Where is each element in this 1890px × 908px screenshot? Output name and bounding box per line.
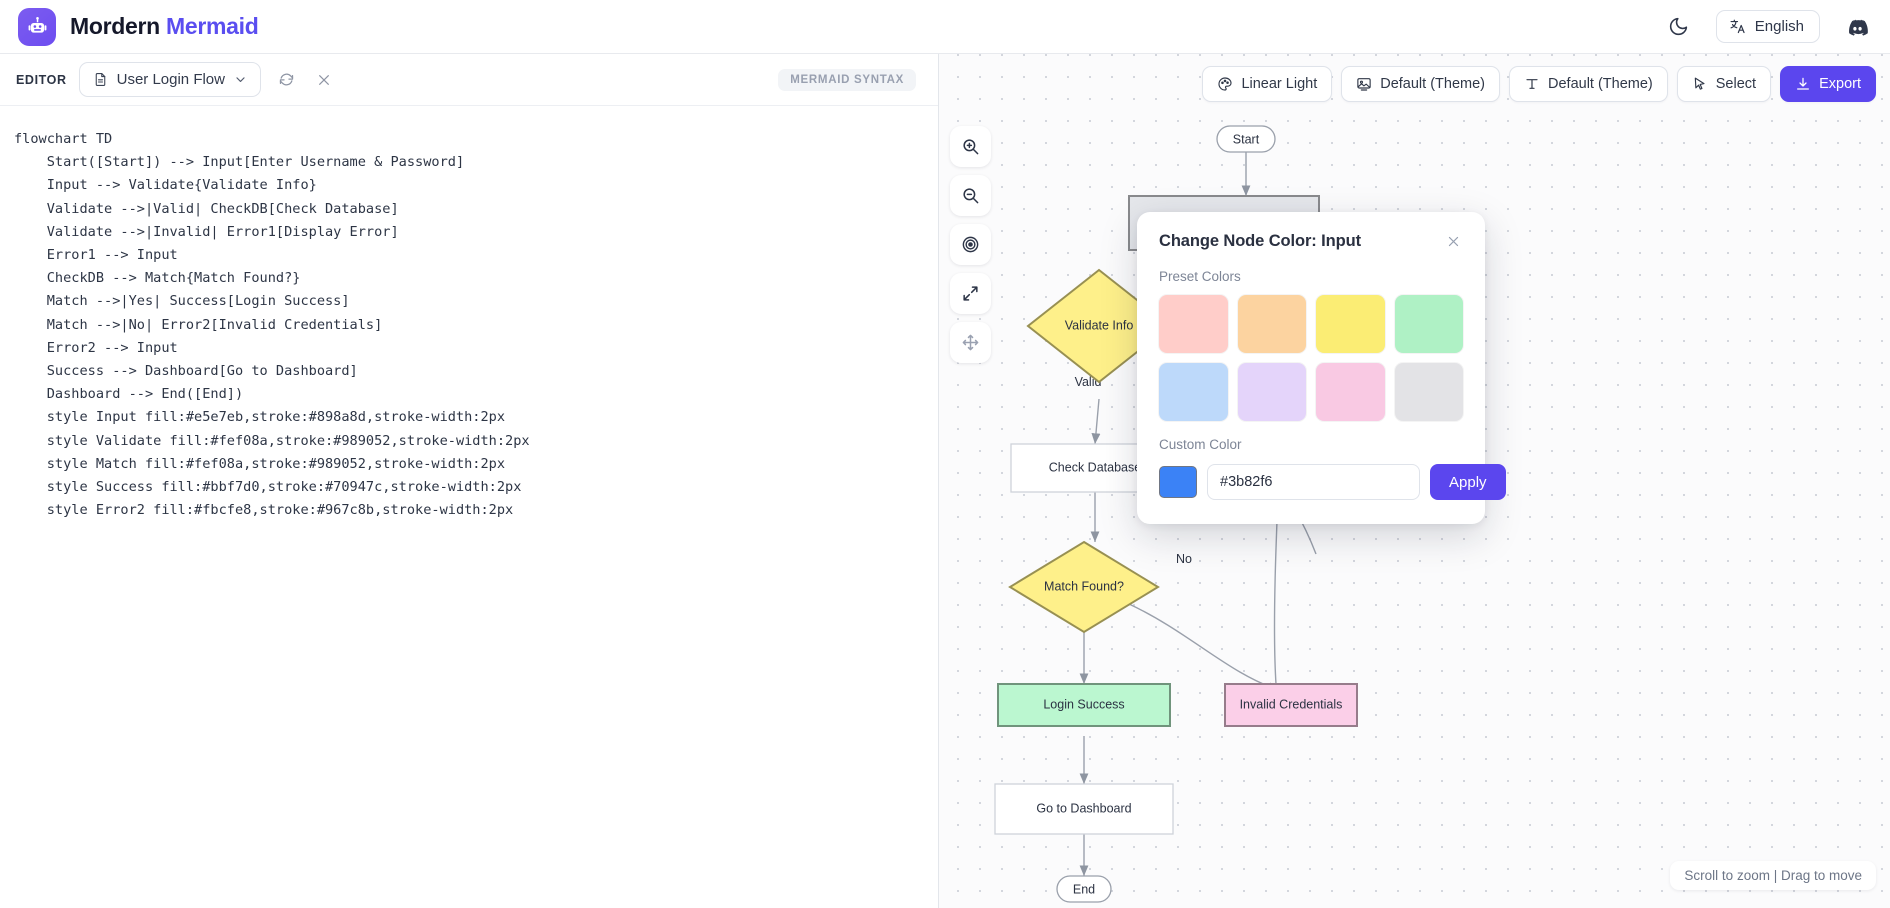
node-match[interactable]: Match Found? [1008,540,1160,634]
node-color-modal: Change Node Color: Input Preset Colors C… [1137,212,1506,524]
theme-toggle-button[interactable] [1664,12,1694,42]
moon-icon [1670,17,1688,36]
robot-icon [28,16,46,33]
edge-match-error2 [1128,603,1280,692]
language-label: English [1754,18,1804,35]
custom-color-row: Apply [1159,464,1506,500]
node-end-label: End [1073,882,1095,896]
main-content: EDITOR User Login Flow [0,54,1890,908]
image-icon [1357,78,1371,91]
font-theme-button[interactable]: Default (Theme) [1509,66,1668,102]
edge-label-bg [1171,550,1197,566]
chevron-down-icon [236,77,245,82]
cursor-icon [1694,77,1705,90]
canvas-toolbar: Linear Light Default (Theme) Default (Th… [1202,66,1876,102]
refresh-button[interactable] [273,67,299,93]
close-icon [1448,236,1459,247]
preset-swatch-7[interactable] [1316,363,1385,421]
node-error2-label: Invalid Credentials [1240,697,1343,711]
select-mode-label: Select [1715,76,1757,92]
editor-header: EDITOR User Login Flow [0,54,938,106]
top-bar-actions: English [1664,10,1872,43]
file-icon [95,73,105,86]
modal-header: Change Node Color: Input [1159,232,1463,253]
close-icon [319,74,329,85]
node-checkdb-label: Check Database [1049,460,1141,474]
node-success-label: Login Success [1043,697,1124,711]
preset-colors-grid [1159,295,1463,421]
zoom-out-button[interactable] [950,175,991,216]
zoom-in-button[interactable] [950,126,991,167]
syntax-badge: MERMAID SYNTAX [778,68,916,91]
edge-label-no: No [1176,552,1192,566]
theme-style-label: Linear Light [1241,76,1318,92]
code-editor[interactable]: flowchart TD Start([Start]) --> Input[En… [14,131,530,519]
diagram-canvas[interactable]: Valid Yes No Start Enter Username & Pass… [939,54,1890,908]
hex-color-input[interactable] [1207,464,1420,500]
expand-icon [963,286,978,301]
canvas-view-tools [950,126,991,363]
download-icon [1797,77,1810,90]
preset-swatch-2[interactable] [1237,295,1306,353]
fit-screen-button[interactable] [950,273,991,314]
page-title: Mordern Mermaid [70,13,259,40]
translate-icon [1730,19,1745,34]
export-button[interactable]: Export [1780,66,1876,102]
editor-label: EDITOR [16,72,67,87]
document-tab[interactable]: User Login Flow [78,62,261,97]
pan-mode-button[interactable] [950,322,991,363]
theme-style-button[interactable]: Linear Light [1202,66,1333,102]
zoom-out-icon [963,188,979,204]
app-logo [18,7,56,46]
zoom-in-icon [963,139,979,155]
diagram-theme-button[interactable]: Default (Theme) [1341,66,1500,102]
node-start[interactable]: Start [1216,125,1276,153]
node-success[interactable]: Login Success [997,683,1171,727]
preset-swatch-4[interactable] [1394,295,1463,353]
node-dashboard-label: Go to Dashboard [1036,801,1131,815]
text-icon [1526,79,1538,89]
language-button[interactable]: English [1715,10,1820,43]
node-dashboard[interactable]: Go to Dashboard [994,783,1174,835]
modal-title: Change Node Color: Input [1159,232,1361,250]
discord-button[interactable] [1842,12,1872,42]
node-validate-label: Validate Info [1065,318,1134,332]
custom-color-label: Custom Color [1159,437,1242,452]
move-icon [962,334,979,351]
export-label: Export [1819,76,1861,92]
discord-icon [1848,19,1868,36]
preset-swatch-8[interactable] [1394,363,1463,421]
color-picker-swatch[interactable] [1159,466,1197,498]
canvas-hint: Scroll to zoom | Drag to move [1670,861,1876,890]
select-mode-button[interactable]: Select [1676,66,1772,102]
brand-word-1: Mordern [70,13,160,39]
brand: Mordern Mermaid [18,7,259,46]
diagram-theme-label: Default (Theme) [1380,76,1485,92]
top-bar: Mordern Mermaid English [0,0,1890,54]
apply-button[interactable]: Apply [1430,464,1506,500]
font-theme-label: Default (Theme) [1548,76,1653,92]
node-match-label: Match Found? [1044,579,1124,593]
brand-word-2: Mermaid [166,13,259,39]
node-end[interactable]: End [1056,875,1112,903]
editor-pane: EDITOR User Login Flow [0,54,939,908]
preset-swatch-3[interactable] [1316,295,1385,353]
node-error2[interactable]: Invalid Credentials [1224,683,1358,727]
preset-swatch-1[interactable] [1159,295,1228,353]
modal-close-button[interactable] [1444,232,1463,253]
close-editor-button[interactable] [311,67,337,93]
target-reset-icon [962,236,979,253]
refresh-icon [279,73,293,86]
reset-view-button[interactable] [950,224,991,265]
palette-icon [1218,77,1233,91]
document-name: User Login Flow [116,71,225,88]
node-start-label: Start [1233,132,1260,146]
preset-swatch-6[interactable] [1237,363,1306,421]
preset-colors-label: Preset Colors [1159,269,1241,284]
preset-swatch-5[interactable] [1159,363,1228,421]
edge-validate-checkdb [1091,398,1101,445]
